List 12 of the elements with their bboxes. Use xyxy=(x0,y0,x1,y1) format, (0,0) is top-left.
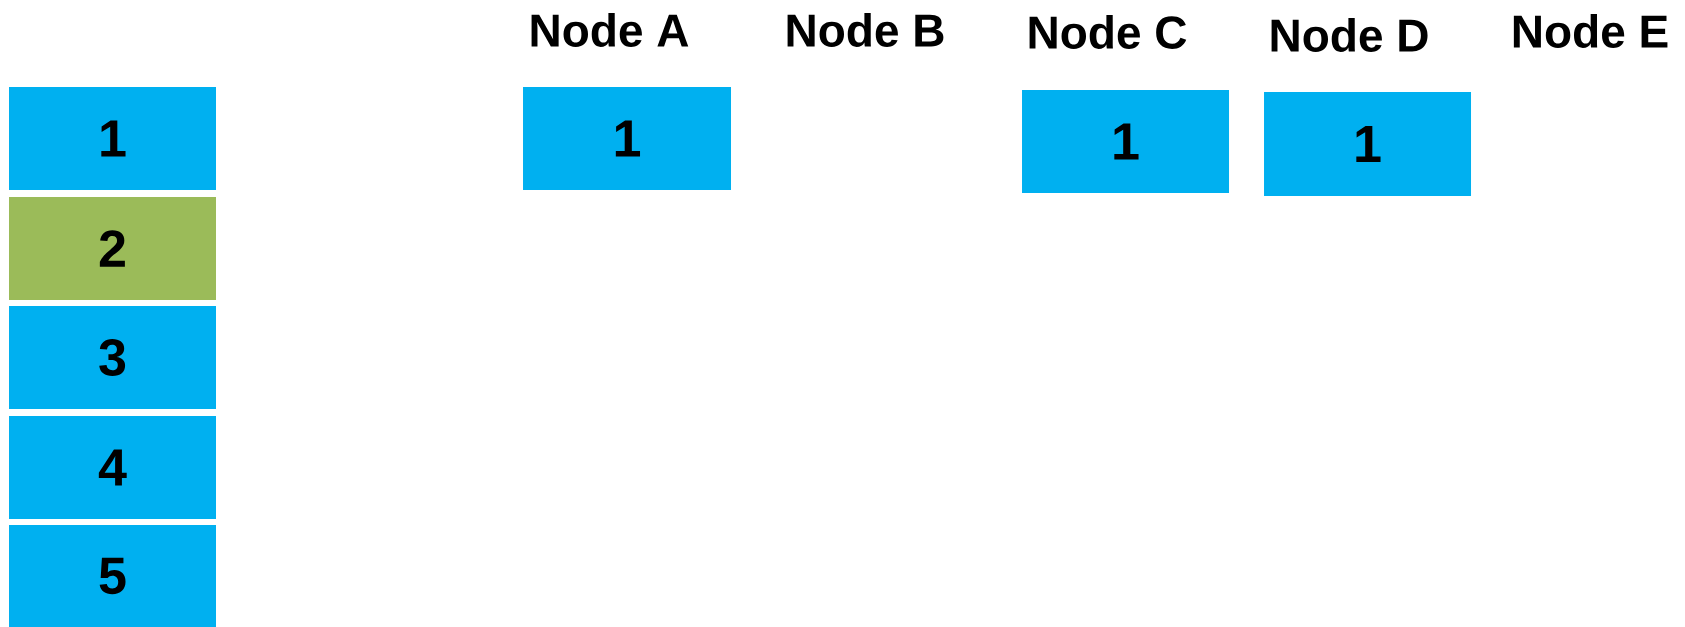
number-box: 1 xyxy=(1264,92,1471,196)
number-box: 3 xyxy=(9,306,216,409)
number-box: 1 xyxy=(523,87,731,190)
number-box: 4 xyxy=(9,416,216,519)
number-box: 5 xyxy=(9,525,216,627)
number-box: 1 xyxy=(9,87,216,190)
number-box: 2 xyxy=(9,197,216,300)
column-heading: Node D xyxy=(1271,18,1428,52)
column-heading: Node C xyxy=(1029,15,1187,49)
number-box: 1 xyxy=(1022,90,1229,193)
column-heading: Node B xyxy=(787,13,944,47)
column-heading: Node E xyxy=(1513,14,1668,48)
